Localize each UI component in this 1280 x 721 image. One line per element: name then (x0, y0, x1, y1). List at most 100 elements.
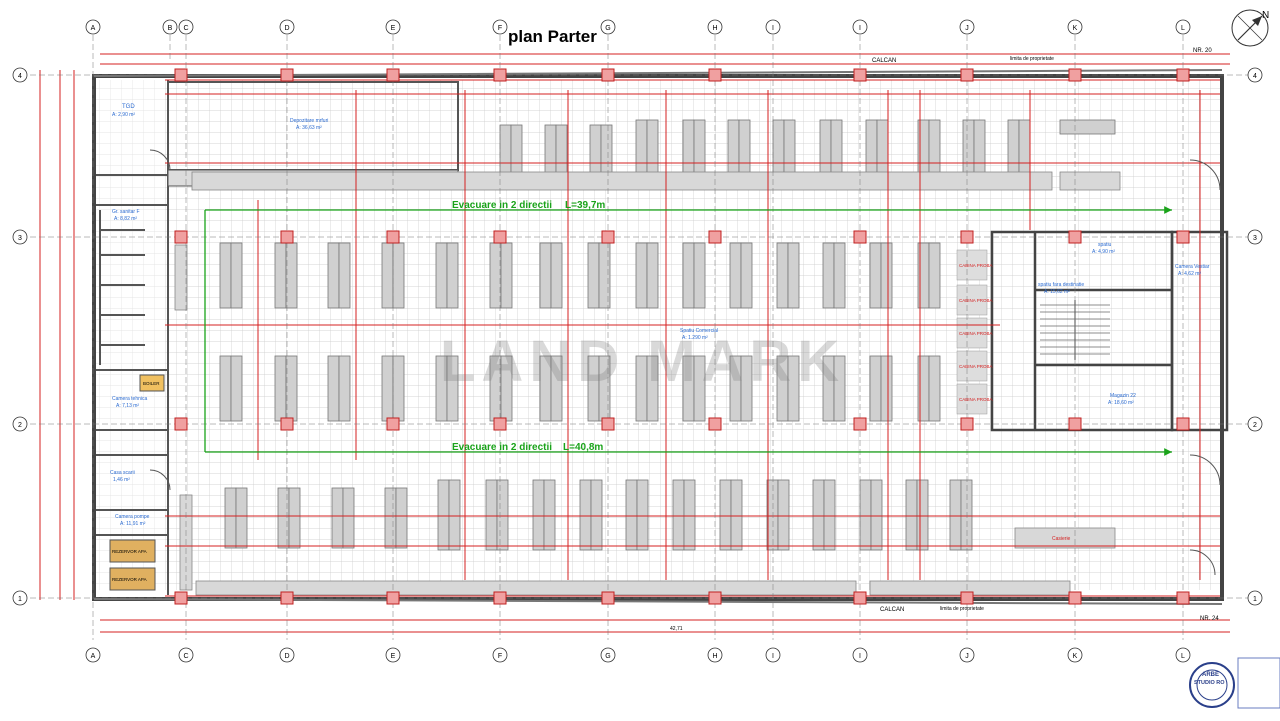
column (1176, 230, 1190, 244)
shelf-unit (235, 487, 248, 549)
shelf-unit (682, 242, 695, 309)
column (493, 230, 507, 244)
plan-title: plan Parter (508, 27, 597, 46)
shelf-unit (274, 242, 287, 309)
axis-bubble-bottom: I (852, 647, 868, 663)
svg-text:3: 3 (1253, 235, 1257, 242)
shelf-unit (230, 355, 243, 422)
evac-bottom-length: L=40,8m (563, 442, 603, 453)
evac-bottom-label: Evacuare in 2 directii (452, 442, 552, 453)
axis-bubble-top: H (707, 19, 723, 35)
shelf-unit (392, 242, 405, 309)
shelf-unit (928, 242, 941, 309)
axis-bubble-top: K (1067, 19, 1083, 35)
shelf-unit (219, 355, 232, 422)
axis-bubble-bottom: C (178, 647, 194, 663)
axis-bubble-bottom: G (600, 647, 616, 663)
column (386, 68, 400, 82)
spatiu-label: spatiu (1098, 242, 1112, 248)
shelf-unit (625, 479, 638, 551)
axis-bubble-top: J (959, 19, 975, 35)
stamp-text-1: ARBE (1202, 672, 1219, 678)
svg-text:4: 4 (18, 73, 22, 80)
shelf-unit (819, 119, 832, 176)
shelf-unit (392, 355, 405, 422)
column (708, 230, 722, 244)
column (280, 68, 294, 82)
column (174, 417, 188, 431)
svg-text:A: A (91, 25, 96, 32)
shelf-unit (485, 479, 498, 551)
column (1068, 591, 1082, 605)
shelf-unit (859, 479, 872, 551)
svg-text:4: 4 (1253, 73, 1257, 80)
shelf-unit (730, 479, 743, 551)
column (960, 68, 974, 82)
shelf-unit (496, 479, 509, 551)
shelf-unit (787, 355, 800, 422)
centrala-area: A: 7,13 m² (116, 403, 139, 409)
shelf-unit (1059, 119, 1116, 135)
column (174, 591, 188, 605)
shelf-unit (1007, 119, 1020, 176)
column (1068, 68, 1082, 82)
shelf-unit (1018, 119, 1031, 176)
shelves (219, 119, 1116, 551)
casa-scarii-area: 1,46 m² (113, 477, 130, 483)
cabina-4: CABINA PROBA (959, 364, 993, 369)
perimeter-shelves (174, 171, 1121, 596)
shelf-unit (224, 487, 237, 549)
axis-bubble-bottom: I (765, 647, 781, 663)
column (174, 68, 188, 82)
svg-text:L: L (1181, 25, 1185, 32)
shelf-unit (327, 355, 340, 422)
axis-bubble-bottom: H (707, 647, 723, 663)
svg-text:K: K (1073, 653, 1078, 660)
column (708, 417, 722, 431)
shelf-unit (812, 479, 825, 551)
spatiu-fara-label: spatiu fara destinatie (1038, 282, 1084, 288)
column (601, 68, 615, 82)
watermark: LAND MARK (440, 329, 846, 394)
column (708, 68, 722, 82)
axis-lines (30, 35, 1255, 640)
shelf-unit (776, 242, 789, 309)
evac-top-length: L=39,7m (565, 200, 605, 211)
column (601, 417, 615, 431)
gr-sanitar-label: Gr. sanitar F (112, 209, 140, 215)
svg-text:1: 1 (1253, 596, 1257, 603)
casierie-label: Casierie (1052, 536, 1071, 542)
shelf-unit (230, 242, 243, 309)
axis-bubble-top: I (765, 19, 781, 35)
svg-text:I: I (772, 653, 774, 660)
cabins (956, 249, 988, 415)
shelf-unit (693, 355, 706, 422)
svg-text:D: D (284, 653, 289, 660)
column (174, 230, 188, 244)
axis-bubble-top: E (385, 19, 401, 35)
svg-text:G: G (605, 25, 610, 32)
shelf-unit (219, 242, 232, 309)
shelf-unit (550, 242, 563, 309)
column (1068, 417, 1082, 431)
axis-bubble-side: 1 (1247, 590, 1263, 606)
shelf-unit (543, 479, 556, 551)
svg-text:D: D (284, 25, 289, 32)
shelf-unit (285, 355, 298, 422)
svg-text:G: G (605, 653, 610, 660)
shelf-unit (772, 119, 785, 176)
shelf-unit (740, 355, 753, 422)
spatiu-fara-area: A: 15,62 m² (1044, 289, 1070, 295)
axis-bubble-bottom: K (1067, 647, 1083, 663)
left-rooms-floor (96, 80, 168, 590)
nr-bottom: NR. 24 (1200, 616, 1219, 622)
column (1176, 68, 1190, 82)
axis-bubble-side: 3 (1247, 229, 1263, 245)
shelf-unit (928, 355, 941, 422)
shelf-unit (448, 479, 461, 551)
magazin-label: Magazin 22 (1110, 393, 1136, 399)
shelf-unit (830, 119, 843, 176)
spatiu-comercial-area: A: 1.290 m² (682, 335, 708, 341)
cabina-2: CABINA PROBA (959, 298, 993, 303)
